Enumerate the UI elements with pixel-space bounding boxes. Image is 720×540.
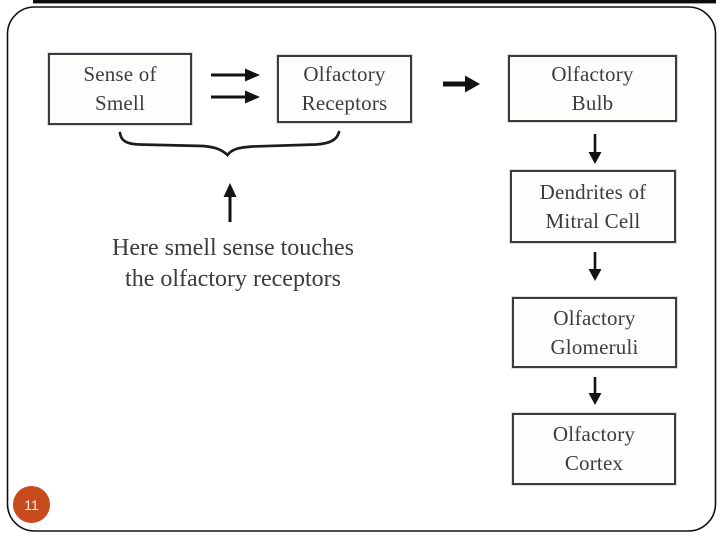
arrow-down-icon: [588, 252, 602, 281]
slide-number-badge: 11: [13, 486, 50, 523]
arrow-right-icon: [443, 75, 480, 93]
box-label-line: Cortex: [564, 451, 624, 475]
box-label-line: Glomeruli: [550, 334, 639, 359]
flow-box-dendrites-of-mitral-cell: Dendrites of Mitral Cell: [510, 170, 676, 243]
box-label-line: Mitral Cell: [545, 208, 641, 233]
flow-box-olfactory-glomeruli: Olfactory Glomeruli: [512, 297, 677, 368]
arrow-up-icon: [223, 183, 237, 222]
box-label-line: Olfactory: [552, 422, 636, 446]
slide-number: 11: [24, 496, 39, 513]
slide-rounded-border: [6, 6, 717, 532]
arrow-down-icon: [588, 377, 602, 405]
box-label-line: Bulb: [571, 90, 614, 115]
box-label-line: Smell: [94, 91, 145, 115]
box-label-line: Dendrites of: [539, 179, 647, 204]
caption-line: the olfactory receptors: [125, 266, 341, 292]
flow-box-sense-of-smell: Sense of Smell: [48, 53, 192, 125]
slide-top-bar: [33, 0, 716, 4]
box-label-line: Olfactory: [303, 62, 386, 86]
box-label-line: Sense of: [83, 62, 157, 86]
box-label-line: Receptors: [301, 91, 388, 115]
flow-box-olfactory-bulb: Olfactory Bulb: [508, 55, 677, 122]
flow-box-olfactory-cortex: Olfactory Cortex: [512, 413, 676, 485]
box-label-line: Olfactory: [553, 305, 636, 330]
arrow-down-icon: [588, 134, 602, 164]
double-arrow-right-icon: [211, 68, 260, 104]
box-label-line: Olfactory: [551, 61, 634, 86]
underbrace: [118, 130, 341, 157]
caption-line: Here smell sense touches: [112, 235, 354, 261]
flow-box-olfactory-receptors: Olfactory Receptors: [277, 55, 412, 123]
caption-text: Here smell sense touches the olfactory r…: [63, 233, 403, 295]
